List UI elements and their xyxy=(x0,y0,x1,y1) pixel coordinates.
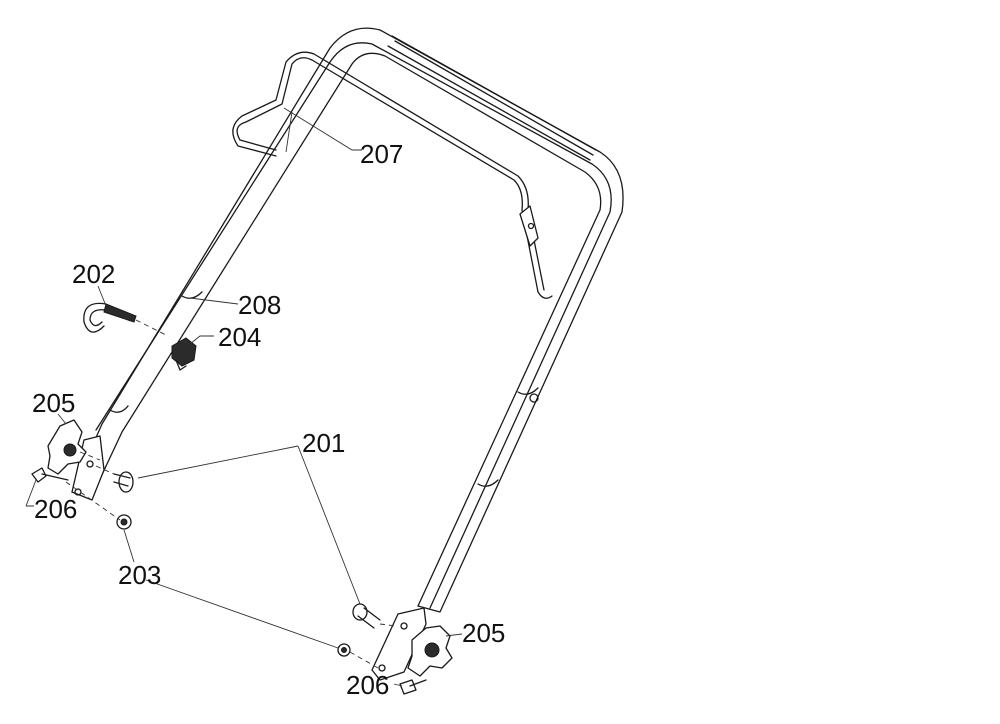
callout-206-left: 206 xyxy=(34,494,77,524)
part-203-nut-left xyxy=(116,514,132,530)
tube-ring-right-upper xyxy=(517,387,539,395)
assembly-lines xyxy=(65,319,397,669)
right-bracket-plate xyxy=(371,607,427,681)
nut-left-bore xyxy=(120,518,128,526)
leader-201-to-left xyxy=(137,445,299,479)
callout-labels: 207 202 208 204 205 201 206 203 205 206 xyxy=(32,139,505,700)
leader-201-to-right xyxy=(297,445,361,605)
leader-203-left xyxy=(123,529,135,563)
part-203-nut-right xyxy=(337,643,351,657)
callout-205-left: 205 xyxy=(32,388,75,418)
control-bail-bar xyxy=(232,51,553,299)
part-201-carriage-bolt-left xyxy=(113,471,134,493)
assembly-line-201-left xyxy=(95,465,115,475)
nut-right-bore xyxy=(341,647,347,653)
part-204-knob-nut xyxy=(171,337,197,371)
callout-207: 207 xyxy=(360,139,403,169)
bolt-left-head xyxy=(31,467,47,483)
knob-nut-stem xyxy=(175,359,187,371)
eye-bolt-loop xyxy=(83,302,107,333)
tube-ring-lower-left xyxy=(109,405,129,413)
callout-205-right: 205 xyxy=(462,618,505,648)
frame-hole-right xyxy=(529,393,539,403)
top-grip-bar-edge xyxy=(394,40,594,156)
part-205-star-knob-right xyxy=(407,625,453,677)
part-205-star-knob-left xyxy=(47,419,87,475)
leader-202 xyxy=(97,285,107,307)
handle-tube-inner-edge xyxy=(95,42,612,609)
part-202-eye-bolt xyxy=(83,302,137,333)
callout-202: 202 xyxy=(72,259,115,289)
assembly-line-201-right xyxy=(379,623,397,627)
leader-206-right xyxy=(393,683,403,687)
leader-lines xyxy=(25,107,463,687)
leader-207 xyxy=(283,107,362,151)
callout-201: 201 xyxy=(302,428,345,458)
right-bracket-hole-lower xyxy=(378,664,386,672)
leader-207-b xyxy=(285,111,293,153)
callout-204: 204 xyxy=(218,322,261,352)
handle-frame xyxy=(71,27,624,681)
top-grip-bar xyxy=(391,35,597,151)
eye-bolt-thread xyxy=(103,303,137,323)
top-grip-bar-inner xyxy=(387,45,591,161)
leader-208 xyxy=(189,297,239,305)
leader-203-right xyxy=(145,579,339,649)
knob-nut-body xyxy=(171,337,197,367)
assembly-line-202 xyxy=(135,319,169,337)
bail-bar-outer xyxy=(236,57,553,299)
leader-206-left xyxy=(25,479,37,507)
part-206-bolt-right xyxy=(399,679,427,695)
assembly-line-203-right xyxy=(349,651,379,669)
bolt-left-shank xyxy=(41,473,69,481)
left-bracket-hole-upper xyxy=(86,460,94,468)
star-knob-right-hub xyxy=(424,642,440,658)
carriage-bolt-right-shank xyxy=(357,607,381,629)
bail-pivot-hole xyxy=(527,222,535,230)
star-knob-left-hub xyxy=(63,443,77,457)
bolt-right-head xyxy=(399,679,417,695)
callout-206-right: 206 xyxy=(346,670,389,700)
assembly-line-206-left xyxy=(65,481,121,521)
bail-bar-inner xyxy=(232,51,545,291)
callout-203: 203 xyxy=(118,560,161,590)
assembly-line-205-left xyxy=(79,451,101,461)
leader-204 xyxy=(189,335,214,345)
right-bracket-hole-upper xyxy=(400,622,408,630)
tube-ring-right xyxy=(477,479,499,487)
carriage-bolt-left-head xyxy=(118,471,134,493)
eye-bolt-loop-inner xyxy=(89,309,107,327)
handle-tube-outer-edge xyxy=(71,27,624,613)
part-201-carriage-bolt-right xyxy=(352,603,381,629)
part-206-bolt-left xyxy=(31,467,69,483)
bolt-right-shank xyxy=(409,679,427,687)
left-bracket-hole-lower xyxy=(74,488,82,496)
carriage-bolt-left-shank xyxy=(113,473,131,487)
leader-205-left xyxy=(57,413,67,425)
leader-205-right xyxy=(445,633,463,637)
tube-ring-upper xyxy=(181,291,203,299)
callout-208: 208 xyxy=(238,290,281,320)
